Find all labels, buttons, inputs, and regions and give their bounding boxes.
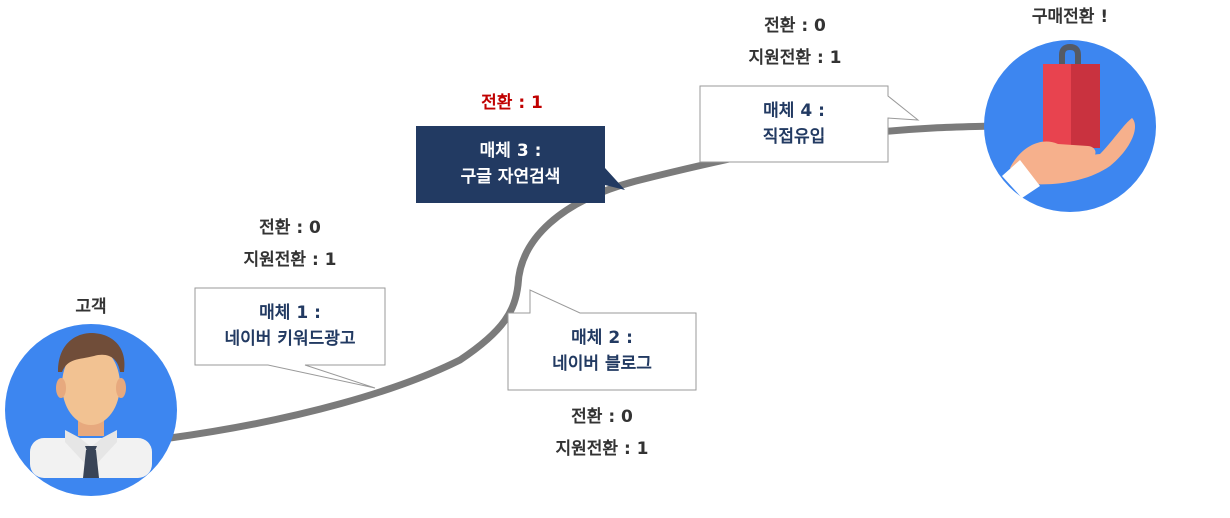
media-1-conversion: 전환 : 0 [259, 218, 321, 238]
media-4-label: 매체 4 : 직접유입 [700, 98, 888, 150]
media-3-label: 매체 3 : 구글 자연검색 [416, 138, 605, 190]
media-1-title: 매체 1 : [259, 303, 321, 323]
media-3-name: 구글 자연검색 [460, 167, 561, 187]
media-3-title: 매체 3 : [479, 141, 542, 161]
media-2-conversion: 전환 : 0 [571, 407, 633, 427]
media-2-assist: 지원전환 : 1 [555, 439, 649, 459]
media-4-assist: 지원전환 : 1 [748, 48, 842, 68]
media-4-box [699, 85, 920, 163]
media-2-stats: 전환 : 0 지원전환 : 1 [500, 401, 704, 465]
media-1-stats: 전환 : 0 지원전환 : 1 [190, 212, 390, 276]
media-4-conversion: 전환 : 0 [764, 16, 826, 36]
media-2-label: 매체 2 : 네이버 블로그 [508, 325, 696, 377]
media-3-conversion: 전환 : 1 [481, 93, 543, 113]
media-1-label: 매체 1 : 네이버 키워드광고 [195, 300, 385, 352]
person-icon [30, 333, 152, 478]
media-1-name: 네이버 키워드광고 [224, 329, 356, 349]
purchase-label: 구매전환 ! [1031, 7, 1109, 27]
media-2-title: 매체 2 : [571, 328, 633, 348]
media-2-box [507, 289, 697, 391]
media-4-stats: 전환 : 0 지원전환 : 1 [690, 10, 900, 74]
media-4-name: 직접유입 [762, 127, 826, 147]
media-4-title: 매체 4 : [763, 101, 825, 121]
media-3-box [416, 126, 625, 203]
media-1-assist: 지원전환 : 1 [243, 250, 337, 270]
shopping-bag-hand-icon [1002, 43, 1136, 198]
customer-label: 고객 [75, 297, 107, 317]
customer-circle [5, 324, 177, 496]
purchase-circle [984, 40, 1156, 212]
media-1-box [194, 287, 386, 389]
media-2-name: 네이버 블로그 [552, 354, 652, 374]
